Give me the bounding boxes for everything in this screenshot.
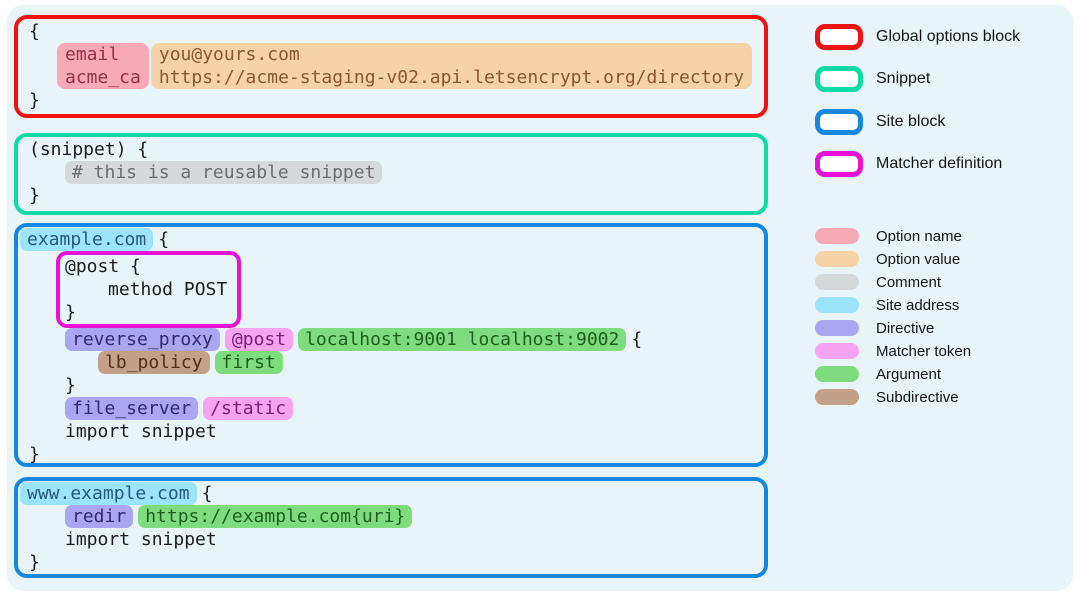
- option-name-pill: email acme_ca: [57, 43, 149, 89]
- global-options-block: { email acme_ca you@yours.com https://ac…: [14, 15, 768, 118]
- matcher-token-swatch: [815, 343, 859, 359]
- code-line: www.example.com {: [20, 482, 753, 505]
- legend-argument: Argument: [815, 365, 942, 383]
- snippet-block: (snippet) { # this is a reusable snippet…: [14, 133, 768, 215]
- code-line: # this is a reusable snippet: [29, 161, 753, 184]
- option-value: you@yours.com: [158, 44, 300, 65]
- argument: first: [214, 351, 283, 374]
- legend-label: Argument: [876, 365, 942, 383]
- argument: localhost:9001 localhost:9002: [298, 328, 627, 351]
- snippet-swatch: [815, 66, 863, 92]
- legend-label: Site address: [876, 296, 960, 314]
- legend-site-address: Site address: [815, 296, 960, 314]
- option-value-swatch: [815, 251, 859, 267]
- legend-comment: Comment: [815, 273, 942, 291]
- legend-label: Snippet: [876, 70, 931, 87]
- legend-option-name: Option name: [815, 227, 962, 245]
- legend-label: Comment: [876, 273, 942, 291]
- subdirective: lb_policy: [98, 351, 210, 374]
- legend-site-block: Site block: [815, 109, 945, 135]
- argument-swatch: [815, 366, 859, 382]
- legend-label: Subdirective: [876, 388, 959, 406]
- code-line: example.com {: [20, 228, 753, 251]
- lb-policy-line: lb_policy first: [29, 351, 753, 374]
- global-options-swatch: [815, 24, 863, 50]
- matcher-token: @post: [224, 328, 294, 351]
- subdirective-swatch: [815, 389, 859, 405]
- file-server-line: file_server /static: [29, 397, 753, 420]
- matcher-definition-swatch: [815, 151, 863, 177]
- close-brace: }: [29, 185, 40, 206]
- reverse-proxy-line: reverse_proxy @post localhost:9001 local…: [29, 328, 753, 351]
- redir-line: redir https://example.com{uri}: [29, 505, 753, 528]
- site-block-example: example.com { @post { method POST } reve…: [14, 223, 768, 467]
- directive-swatch: [815, 320, 859, 336]
- legend-snippet: Snippet: [815, 66, 930, 92]
- matcher-body: method POST: [108, 279, 228, 300]
- legend-option-value: Option value: [815, 250, 961, 268]
- close-brace: }: [65, 375, 76, 396]
- site-address: example.com: [20, 228, 154, 251]
- matcher-definition-box: @post { method POST }: [56, 251, 242, 328]
- code-line: (snippet) {: [29, 138, 753, 161]
- open-brace: {: [29, 21, 40, 42]
- close-brace: }: [29, 444, 40, 465]
- import-line: import snippet: [29, 528, 753, 551]
- open-brace: {: [201, 483, 213, 504]
- legend-global-options: Global options block: [815, 24, 1020, 50]
- site-address: www.example.com: [20, 482, 197, 505]
- code-line: }: [65, 301, 227, 324]
- legend-label: Option name: [876, 227, 962, 245]
- site-block-www-example: www.example.com { redir https://example.…: [14, 477, 768, 578]
- option-name-swatch: [815, 228, 859, 244]
- legend-matcher-definition: Matcher definition: [815, 151, 1002, 177]
- code-line: }: [29, 551, 753, 574]
- snippet-header: (snippet) {: [29, 139, 149, 160]
- code-line: }: [29, 89, 753, 112]
- legend-directive: Directive: [815, 319, 935, 337]
- code-line: }: [29, 443, 753, 465]
- comment-swatch: [815, 274, 859, 290]
- global-options-rows: email acme_ca you@yours.com https://acme…: [57, 43, 753, 89]
- legend-label: Site block: [876, 113, 946, 130]
- matcher-header: @post {: [65, 256, 141, 277]
- open-brace: {: [631, 329, 643, 350]
- code-line: }: [29, 184, 753, 207]
- close-brace: }: [65, 302, 76, 323]
- option-name: acme_ca: [65, 67, 141, 88]
- legend-subdirective: Subdirective: [815, 388, 959, 406]
- open-brace: {: [158, 229, 170, 250]
- legend-matcher-token: Matcher token: [815, 342, 972, 360]
- legend-label: Matcher definition: [876, 155, 1003, 172]
- legend-label: Directive: [876, 319, 935, 337]
- argument: https://example.com{uri}: [138, 505, 413, 528]
- comment: # this is a reusable snippet: [65, 161, 383, 184]
- import-statement: import snippet: [65, 529, 217, 550]
- site-address-swatch: [815, 297, 859, 313]
- matcher-token: /static: [203, 397, 294, 420]
- import-line: import snippet: [29, 420, 753, 443]
- code-line: {: [29, 20, 753, 43]
- legend-label: Option value: [876, 250, 961, 268]
- close-brace: }: [29, 90, 40, 111]
- legend-label: Global options block: [876, 28, 1021, 45]
- option-value-pill: you@yours.com https://acme-staging-v02.a…: [150, 43, 753, 89]
- directive: reverse_proxy: [65, 328, 220, 351]
- import-statement: import snippet: [65, 421, 217, 442]
- close-brace: }: [29, 552, 40, 573]
- directive: file_server: [65, 397, 199, 420]
- code-line: }: [29, 374, 753, 397]
- code-line: method POST: [65, 278, 227, 301]
- code-line: @post {: [65, 255, 227, 278]
- directive: redir: [65, 505, 134, 528]
- legend-label: Matcher token: [876, 342, 972, 360]
- option-name: email: [65, 44, 120, 65]
- site-block-swatch: [815, 109, 863, 135]
- option-value: https://acme-staging-v02.api.letsencrypt…: [158, 67, 745, 88]
